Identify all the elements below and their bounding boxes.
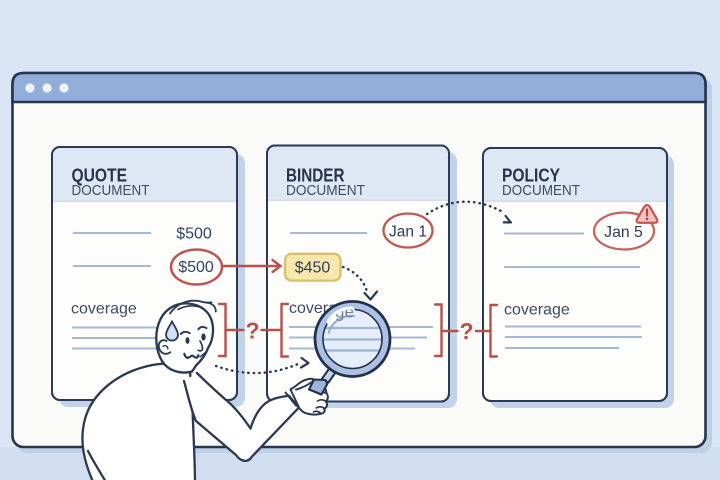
svg-text:DOCUMENT: DOCUMENT <box>286 183 365 199</box>
svg-text:POLICY: POLICY <box>502 164 561 185</box>
svg-text:DOCUMENT: DOCUMENT <box>502 183 580 199</box>
svg-text:BINDER: BINDER <box>286 164 345 185</box>
svg-text:$450: $450 <box>295 260 331 277</box>
svg-text:QUOTE: QUOTE <box>72 164 128 185</box>
svg-text:Jan 5: Jan 5 <box>604 224 643 241</box>
svg-text:Jan 1: Jan 1 <box>389 224 427 241</box>
svg-text:?: ? <box>245 317 259 343</box>
svg-text:ge: ge <box>335 303 354 322</box>
svg-text:?: ? <box>459 318 473 344</box>
svg-text:$500: $500 <box>178 259 214 276</box>
svg-text:coverage: coverage <box>504 302 570 319</box>
svg-text:DOCUMENT: DOCUMENT <box>72 183 150 199</box>
svg-text:coverage: coverage <box>71 301 137 318</box>
svg-text:$500: $500 <box>176 226 212 243</box>
